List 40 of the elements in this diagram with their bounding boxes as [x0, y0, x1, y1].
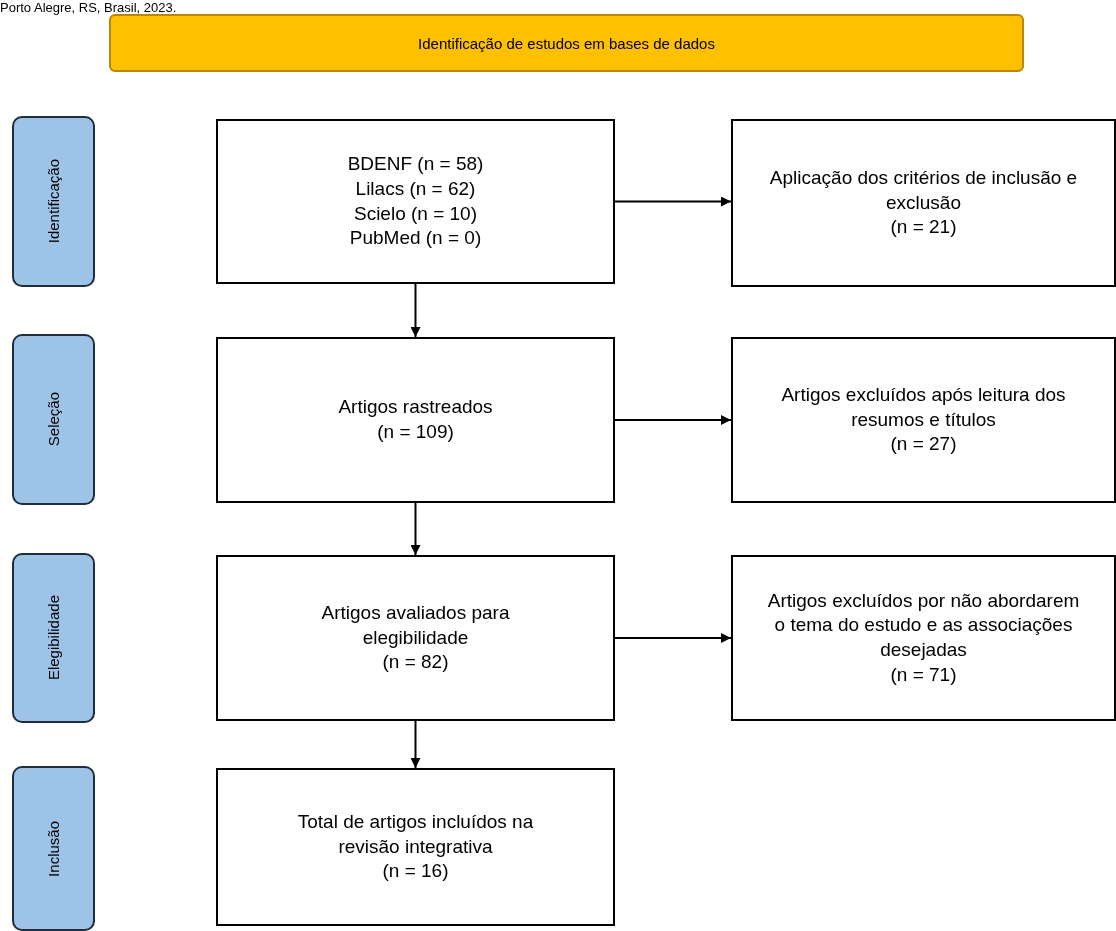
process-box — [216, 555, 615, 721]
box-text: Artigos rastreados — [338, 395, 493, 420]
process-box — [216, 119, 615, 284]
phase-label: Inclusão — [45, 820, 62, 877]
phase-band — [12, 116, 95, 287]
phase-band — [12, 553, 95, 723]
box-text: PubMed (n = 0) — [349, 226, 482, 251]
arrow — [614, 633, 732, 643]
phase-label: Elegibilidade — [45, 595, 62, 681]
box-text: Artigos excluídos por não abordarem o tema do estudo e as associações desejadas — [766, 588, 1081, 662]
header-text: Identificação de estudos em bases de dados — [418, 34, 715, 52]
process-box — [731, 119, 1116, 287]
arrow — [614, 196, 732, 207]
box-text: Artigos avaliados para elegibilidade — [320, 600, 511, 650]
arrow — [614, 415, 732, 425]
box-text: (n = 21) — [890, 215, 957, 240]
process-box — [731, 337, 1116, 503]
phase-band — [12, 766, 95, 931]
arrow — [410, 502, 421, 556]
phase-label: Seleção — [45, 392, 62, 447]
process-box — [216, 768, 615, 926]
box-text: (n = 27) — [890, 432, 957, 457]
box-text: Scielo (n = 10) — [353, 201, 477, 226]
section-header-bar — [109, 14, 1024, 72]
box-text: Lilacs (n = 62) — [355, 176, 476, 201]
box-text: (n = 16) — [382, 859, 449, 884]
box-text: Aplicação dos critérios de inclusão e exclusão — [768, 165, 1079, 215]
arrow — [410, 283, 421, 338]
box-text: (n = 109) — [377, 420, 454, 444]
phase-band — [12, 334, 95, 505]
box-text: (n = 71) — [890, 662, 957, 687]
phase-label: Identificação — [45, 159, 62, 244]
process-box — [731, 555, 1116, 721]
caption-text: Porto Alegre, RS, Brasil, 2023. — [0, 0, 177, 15]
box-text: Artigos excluídos após leitura dos resumos e títulos — [780, 382, 1067, 432]
box-text: Total de artigos incluídos na revisão integrativa — [296, 809, 535, 859]
process-box — [216, 337, 615, 503]
box-text: (n = 82) — [382, 650, 449, 675]
arrow — [410, 720, 421, 769]
box-text: BDENF (n = 58) — [347, 152, 484, 177]
